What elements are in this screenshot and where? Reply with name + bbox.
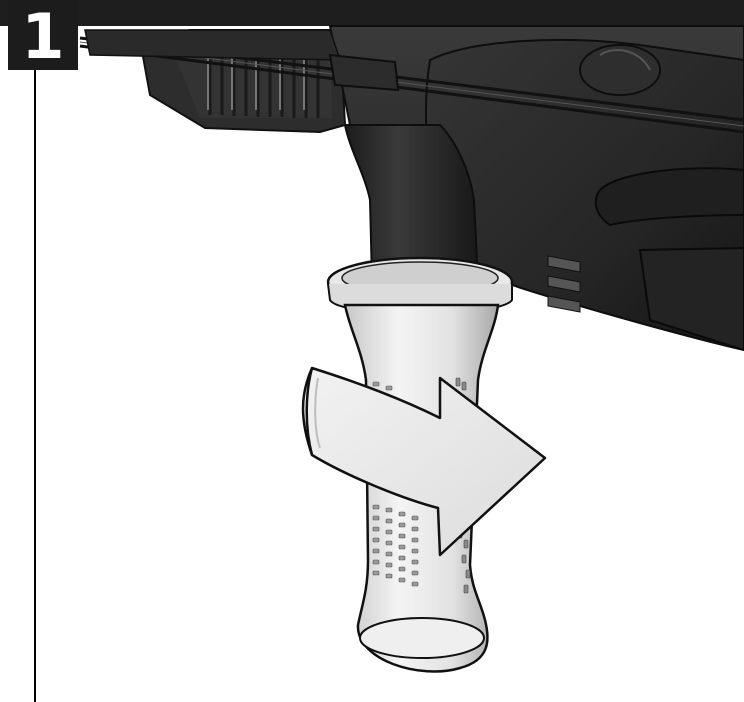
vent-slots	[547, 255, 581, 313]
margin-rule	[34, 70, 36, 702]
step-number: 1	[21, 0, 65, 73]
drill-body	[79, 25, 744, 352]
header-bar	[0, 0, 744, 26]
rotate-clockwise-arrow-icon	[301, 366, 547, 557]
step-badge: 1	[8, 0, 78, 70]
